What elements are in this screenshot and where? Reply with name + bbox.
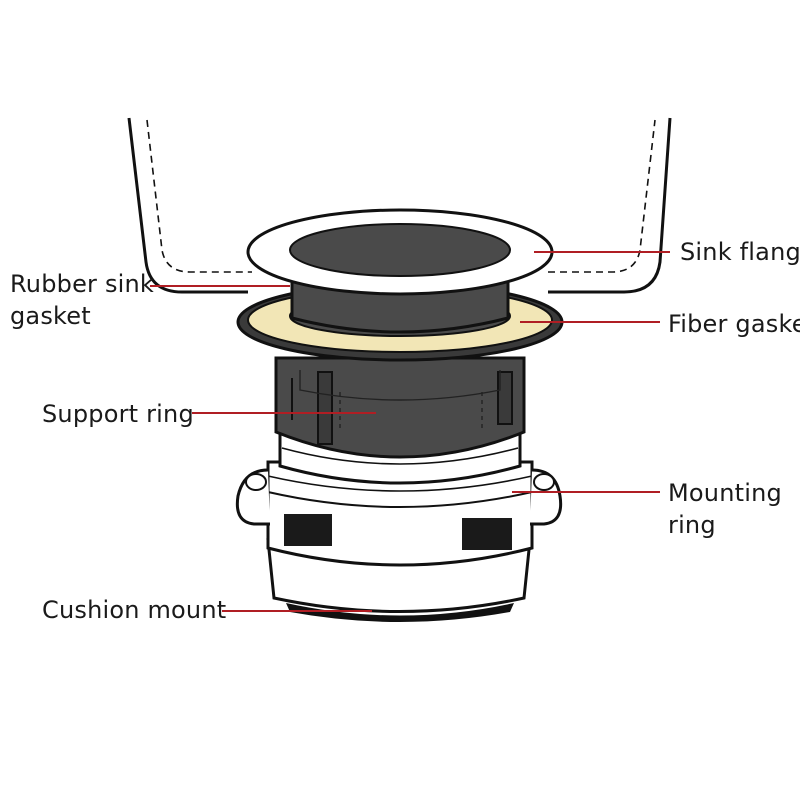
leader-lines [150,251,670,612]
label-mounting-ring: Mounting ring [668,477,782,541]
label-sink-flange: Sink flange [680,238,800,266]
label-rubber-sink-gasket: Rubber sink gasket [10,268,154,332]
label-mounting-ring-line2: ring [668,511,716,539]
label-fiber-gasket: Fiber gasket [668,310,800,338]
label-rubber-sink-gasket-line1: Rubber sink [10,270,155,298]
label-support-ring: Support ring [42,400,194,428]
flange-neck [290,278,510,334]
sink-basin [127,117,672,294]
sink-flange-part [246,208,554,296]
label-rubber-sink-gasket-line2: gasket [10,302,91,330]
label-mounting-ring-line1: Mounting [668,479,782,507]
label-cushion-mount: Cushion mount [42,596,227,624]
mounting-ring-part [235,460,563,567]
support-ring-part [274,356,526,459]
